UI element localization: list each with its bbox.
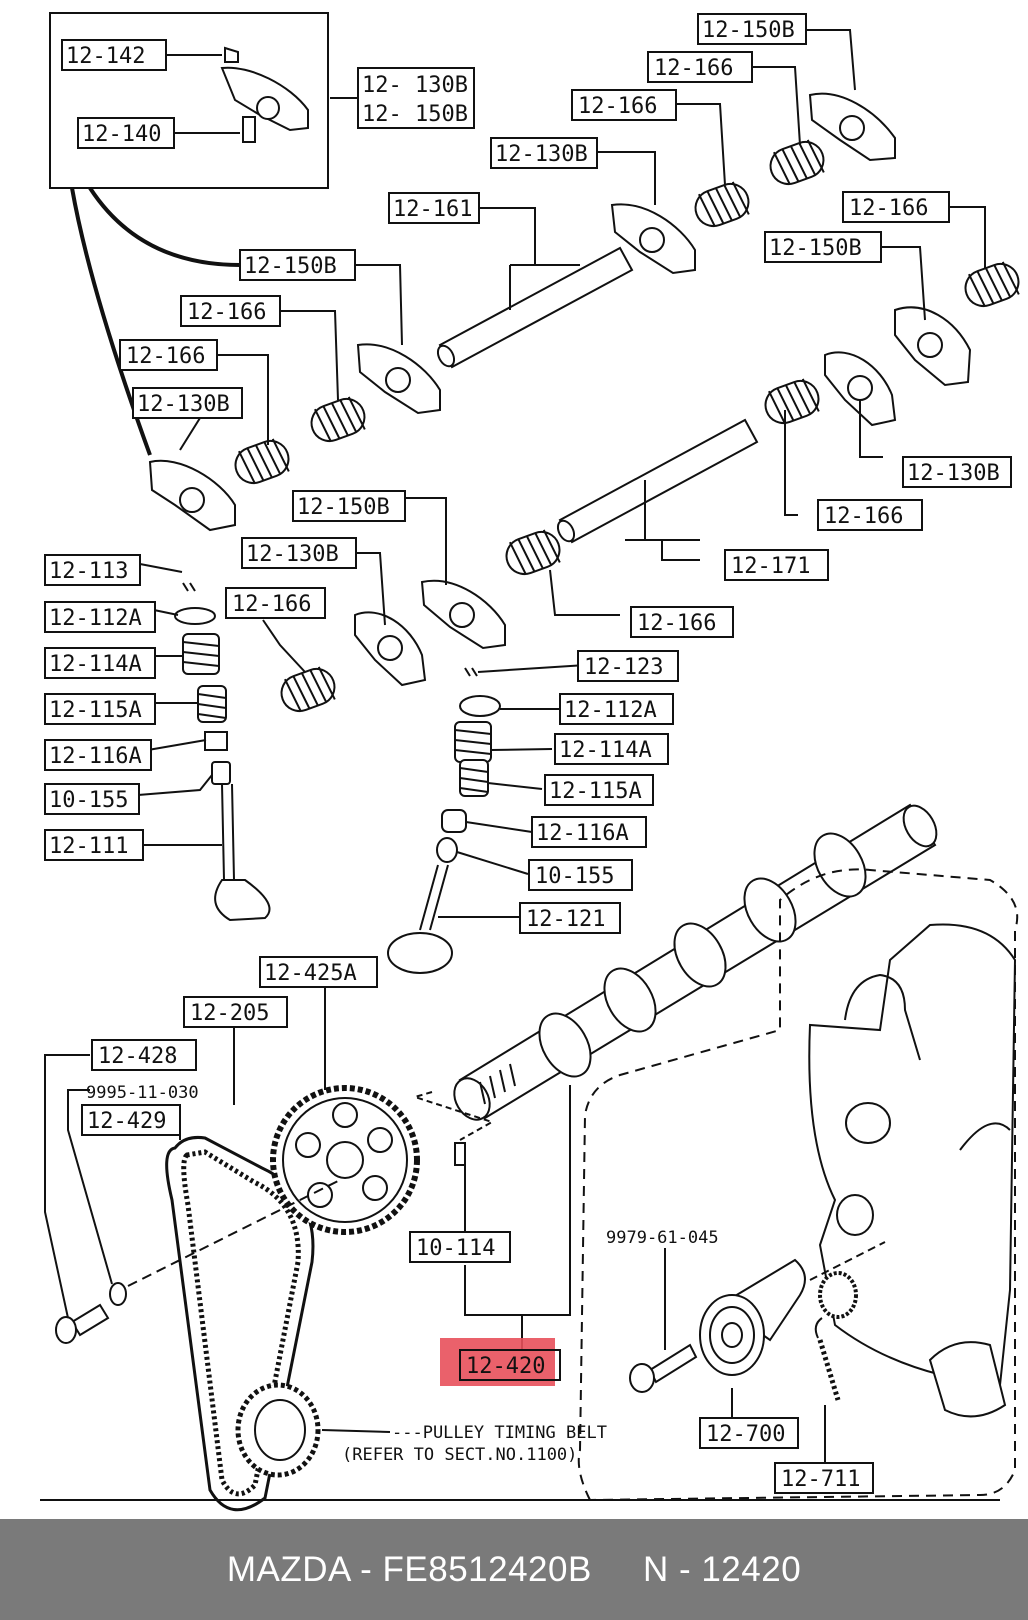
rocker-shaft-lower	[556, 418, 759, 544]
part-label: 12-166	[126, 344, 205, 369]
pulley-note-line1: ---PULLEY TIMING BELT	[392, 1423, 607, 1443]
part-label: 12-114A	[49, 652, 142, 677]
idler-gear	[818, 1271, 858, 1319]
part-label: 12-130B	[907, 461, 1000, 486]
rocker-arm	[356, 343, 441, 415]
coil-spring	[764, 378, 820, 425]
part-label: 12-112A	[49, 606, 142, 631]
coil-spring	[964, 261, 1020, 308]
tensioner-bolt	[629, 1343, 698, 1393]
rocker-arm	[808, 92, 896, 162]
part-label: 12-112A	[564, 698, 657, 723]
part-label: 12- 130B	[362, 73, 468, 98]
part-label: 12-166	[578, 94, 657, 119]
part-label: 12-150B	[297, 495, 390, 520]
part-label: 12-425A	[264, 961, 357, 986]
tension-spring	[814, 1317, 841, 1401]
rocker-arm	[894, 306, 972, 387]
part-label: 12-116A	[49, 744, 142, 769]
part-label: 12-115A	[49, 698, 142, 723]
valve-assembly-right	[387, 667, 501, 974]
dowel-pin	[454, 1142, 466, 1166]
part-label: 12-142	[66, 44, 145, 69]
crank-pulley	[235, 1382, 321, 1478]
part-label: 12-700	[706, 1422, 785, 1447]
rocker-arm	[610, 203, 696, 275]
part-label: 12-166	[187, 300, 266, 325]
engine-block	[808, 923, 1017, 1418]
part-label: 12-429	[87, 1109, 166, 1134]
rocker-arm	[148, 459, 236, 532]
part-label: 12-111	[49, 834, 128, 859]
part-label: 12-140	[82, 122, 161, 147]
coil-spring	[310, 396, 366, 443]
part-label: 12-114A	[559, 738, 652, 763]
part-label: 12-166	[849, 196, 928, 221]
part-label-highlighted: 12-420	[466, 1354, 545, 1379]
part-label: 12-711	[781, 1467, 860, 1492]
coil-spring	[234, 438, 290, 485]
cam-sprocket	[270, 1085, 420, 1235]
inset-rocker-arm	[220, 46, 309, 143]
part-label: 12-171	[731, 554, 810, 579]
part-number-footer: MAZDA - FE8512420B N - 12420	[0, 1519, 1028, 1620]
part-label: 12-115A	[549, 779, 642, 804]
part-label: 10-155	[535, 864, 614, 889]
footer-text: MAZDA - FE8512420B N - 12420	[226, 1549, 802, 1589]
part-label: 12-161	[393, 197, 472, 222]
part-label: 12-166	[824, 504, 903, 529]
part-label: 12-121	[526, 907, 605, 932]
coil-spring	[694, 181, 750, 228]
rocker-arm	[354, 611, 427, 687]
part-label: 12-428	[98, 1044, 177, 1069]
part-label: 12-205	[190, 1001, 269, 1026]
part-label: 9995-11-030	[86, 1083, 199, 1103]
rocker-arm	[420, 579, 506, 650]
part-label: 12-150B	[769, 236, 862, 261]
bolt-left	[55, 1303, 110, 1344]
part-label: 10-155	[49, 788, 128, 813]
part-label: 12-166	[654, 56, 733, 81]
part-label: 12-113	[49, 559, 128, 584]
pulley-note-line2: (REFER TO SECT.NO.1100)	[342, 1445, 577, 1465]
part-label: 12-150B	[244, 254, 337, 279]
coil-spring	[769, 139, 825, 186]
camshaft	[453, 803, 938, 1121]
part-label: 12-166	[637, 611, 716, 636]
part-label: 12-166	[232, 592, 311, 617]
washer	[109, 1282, 127, 1306]
timing-belt	[165, 1136, 315, 1512]
rocker-shaft-upper	[436, 246, 634, 369]
engine-section-boundary	[577, 868, 1019, 1502]
part-label: 12-130B	[137, 392, 230, 417]
belt-tensioner	[699, 1258, 806, 1376]
valve-assembly-left	[174, 582, 271, 922]
part-label: 12-130B	[495, 142, 588, 167]
part-label: 12-150B	[702, 18, 795, 43]
part-label: 12-116A	[536, 821, 629, 846]
exploded-parts-diagram: 12-142 12-140 12- 130B 12- 150B 12-150B …	[40, 12, 1020, 1512]
coil-spring	[505, 529, 561, 576]
part-label: 12-130B	[246, 542, 339, 567]
coil-spring	[280, 666, 336, 713]
rocker-arm	[824, 351, 897, 427]
part-label: 12- 150B	[362, 102, 468, 127]
inset-box	[49, 12, 329, 189]
part-label: 10-114	[416, 1236, 495, 1261]
part-label: 9979-61-045	[606, 1228, 719, 1248]
part-label: 12-123	[584, 655, 663, 680]
